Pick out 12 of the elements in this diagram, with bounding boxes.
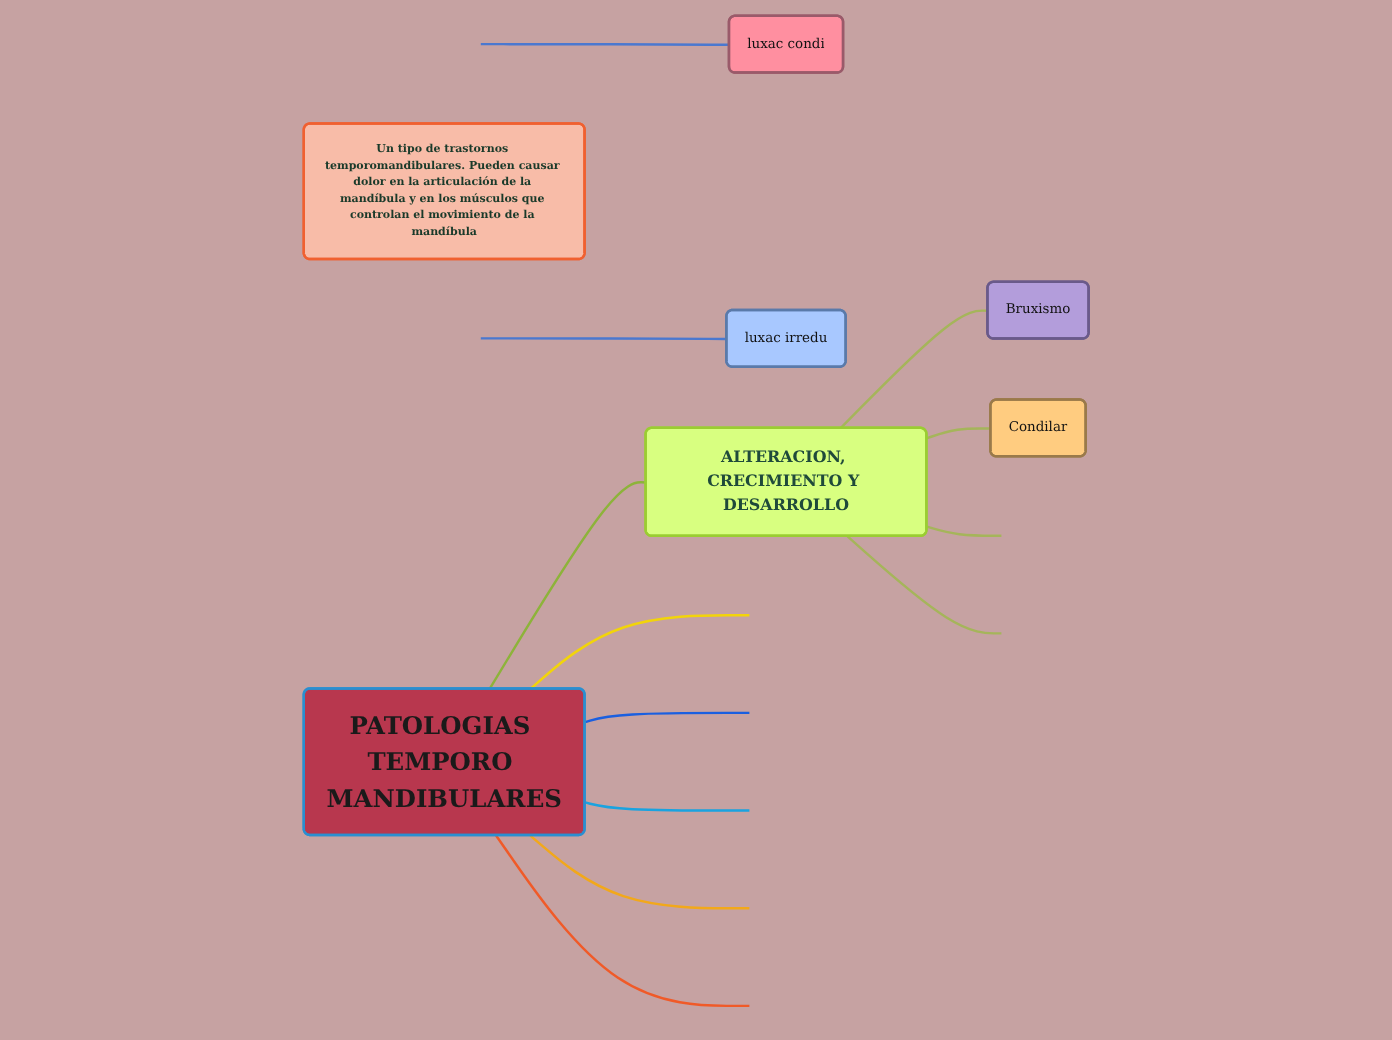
connector-line [839,309,988,430]
connector-line [926,525,1002,537]
connector-line [488,481,647,690]
connector-line [529,614,750,690]
connector-line [480,337,727,341]
connector-line [480,42,730,46]
connector-line [926,427,991,440]
connector-line [846,535,1002,635]
connector-line [584,711,750,724]
connector-line [584,801,750,812]
connector-line [529,834,750,910]
connector-line [494,834,750,1008]
